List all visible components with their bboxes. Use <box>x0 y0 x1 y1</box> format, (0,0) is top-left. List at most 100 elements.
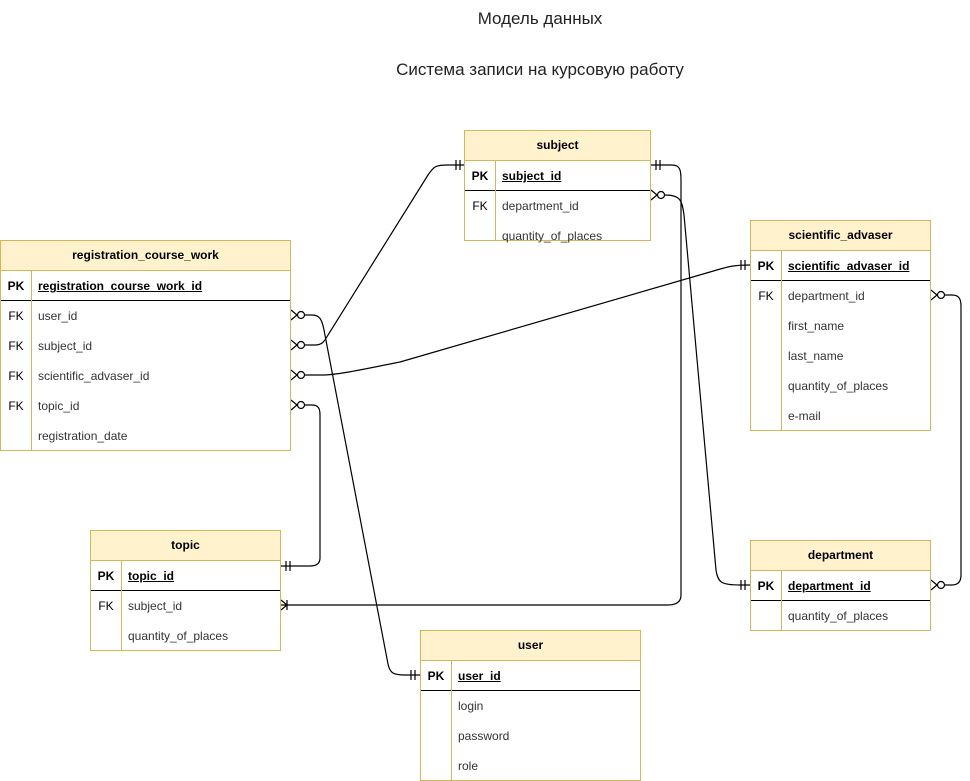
field-name: subject_id <box>128 599 183 613</box>
field-name: department_id <box>502 199 579 213</box>
key-label <box>751 371 781 401</box>
entity-row: first_name <box>751 311 930 341</box>
entity-header: department <box>751 541 930 571</box>
one-mark-advaser-pk <box>740 260 746 270</box>
circle-reg-topic <box>296 400 306 410</box>
field-name: scientific_advaser_id <box>38 369 150 383</box>
key-label: PK <box>427 669 445 683</box>
key-label: FK <box>472 199 488 213</box>
one-mark-user-pk <box>410 670 416 680</box>
entity-row: PK scientific_advaser_id <box>751 251 930 281</box>
key-label: PK <box>7 279 25 293</box>
key-label <box>751 601 781 631</box>
entity-row: role <box>421 751 640 781</box>
key-label <box>421 691 451 721</box>
entity-header: subject <box>465 131 650 161</box>
crowfoot-reg-subject <box>290 339 298 351</box>
one-mark-subject-pk <box>455 160 461 170</box>
entity-row: quantity_of_places <box>751 371 930 401</box>
entity-row: PK department_id <box>751 571 930 601</box>
diagram-subtitle: Система записи на курсовую работу <box>396 60 684 79</box>
entity-row: FK scientific_advaser_id <box>1 361 290 391</box>
key-label: FK <box>8 369 24 383</box>
entity-scientific-advaser[interactable]: scientific_advaser PK scientific_advaser… <box>750 220 931 431</box>
entity-header: scientific_advaser <box>751 221 930 251</box>
field-name: login <box>458 699 484 713</box>
field-name: role <box>458 759 479 773</box>
field-name: subject_id <box>502 169 562 183</box>
column-divider <box>495 160 496 240</box>
crowfoot-reg-user <box>290 309 298 321</box>
entity-row: last_name <box>751 341 930 371</box>
link-registration-user <box>302 314 420 676</box>
field-name: user_id <box>458 669 501 683</box>
field-name: topic_id <box>128 569 175 583</box>
entity-row: quantity_of_places <box>465 221 650 251</box>
field-name: department_id <box>788 579 871 593</box>
entity-row: registration_date <box>1 421 290 451</box>
link-advaser-department <box>943 294 962 586</box>
field-name: topic_id <box>38 399 80 413</box>
key-label: FK <box>8 309 24 323</box>
entity-row: quantity_of_places <box>751 601 930 631</box>
entity-row: PK topic_id <box>91 561 280 591</box>
crowfoot-topic-subject <box>280 599 288 611</box>
field-name: first_name <box>788 319 845 333</box>
entity-row: FK department_id <box>465 191 650 221</box>
crowfoot-dept-advaser <box>930 579 938 591</box>
one-mark-subject-left <box>655 160 661 170</box>
circle-reg-user <box>296 310 306 320</box>
key-label: FK <box>8 339 24 353</box>
entity-row: FK topic_id <box>1 391 290 421</box>
crowfoot-reg-advaser <box>290 369 298 381</box>
field-name: quantity_of_places <box>788 379 889 393</box>
column-divider <box>31 270 32 450</box>
entity-registration-course-work[interactable]: registration_course_work PK registration… <box>0 240 291 451</box>
key-label: FK <box>8 399 24 413</box>
circle-reg-subject <box>296 340 306 350</box>
diagram-title: Модель данных <box>477 9 603 28</box>
crowfoot-reg-topic <box>290 399 298 411</box>
entity-user[interactable]: user PK user_id login password role <box>420 630 641 781</box>
entity-row: login <box>421 691 640 721</box>
entity-row: PK user_id <box>421 661 640 691</box>
entity-subject[interactable]: subject PK subject_id FK department_id q… <box>464 130 651 243</box>
entity-row: password <box>421 721 640 751</box>
field-name: user_id <box>38 309 78 323</box>
field-name: department_id <box>788 289 865 303</box>
key-label <box>1 421 31 451</box>
entity-row: FK subject_id <box>1 331 290 361</box>
entity-row: PK registration_course_work_id <box>1 271 290 301</box>
field-name: password <box>458 729 510 743</box>
link-registration-subject <box>302 164 465 346</box>
entity-department[interactable]: department PK department_id quantity_of_… <box>750 540 931 631</box>
key-label: FK <box>98 599 114 613</box>
key-label <box>751 341 781 371</box>
column-divider <box>781 250 782 430</box>
entity-header: topic <box>91 531 280 561</box>
field-name: registration_date <box>38 429 128 443</box>
entity-topic[interactable]: topic PK topic_id FK subject_id quantity… <box>90 530 281 651</box>
entity-row: FK subject_id <box>91 591 280 621</box>
circle-reg-advaser <box>296 370 306 380</box>
column-divider <box>121 560 122 650</box>
field-name: last_name <box>788 349 844 363</box>
key-label <box>421 751 451 781</box>
key-label <box>421 721 451 751</box>
field-name: e-mail <box>788 409 821 423</box>
key-label: PK <box>97 569 115 583</box>
field-name: quantity_of_places <box>502 229 603 243</box>
key-label <box>465 221 495 251</box>
crowfoot-subject-dept <box>650 189 658 201</box>
entity-row: FK user_id <box>1 301 290 331</box>
one-mark-department-pk <box>740 580 746 590</box>
entity-row: e-mail <box>751 401 930 431</box>
link-registration-advaser <box>302 264 751 376</box>
field-name: subject_id <box>38 339 93 353</box>
key-label: PK <box>757 259 775 273</box>
field-name: quantity_of_places <box>128 629 229 643</box>
circle-subject-dept <box>656 190 666 200</box>
column-divider <box>451 660 452 780</box>
key-label <box>751 311 781 341</box>
entity-row: PK subject_id <box>465 161 650 191</box>
